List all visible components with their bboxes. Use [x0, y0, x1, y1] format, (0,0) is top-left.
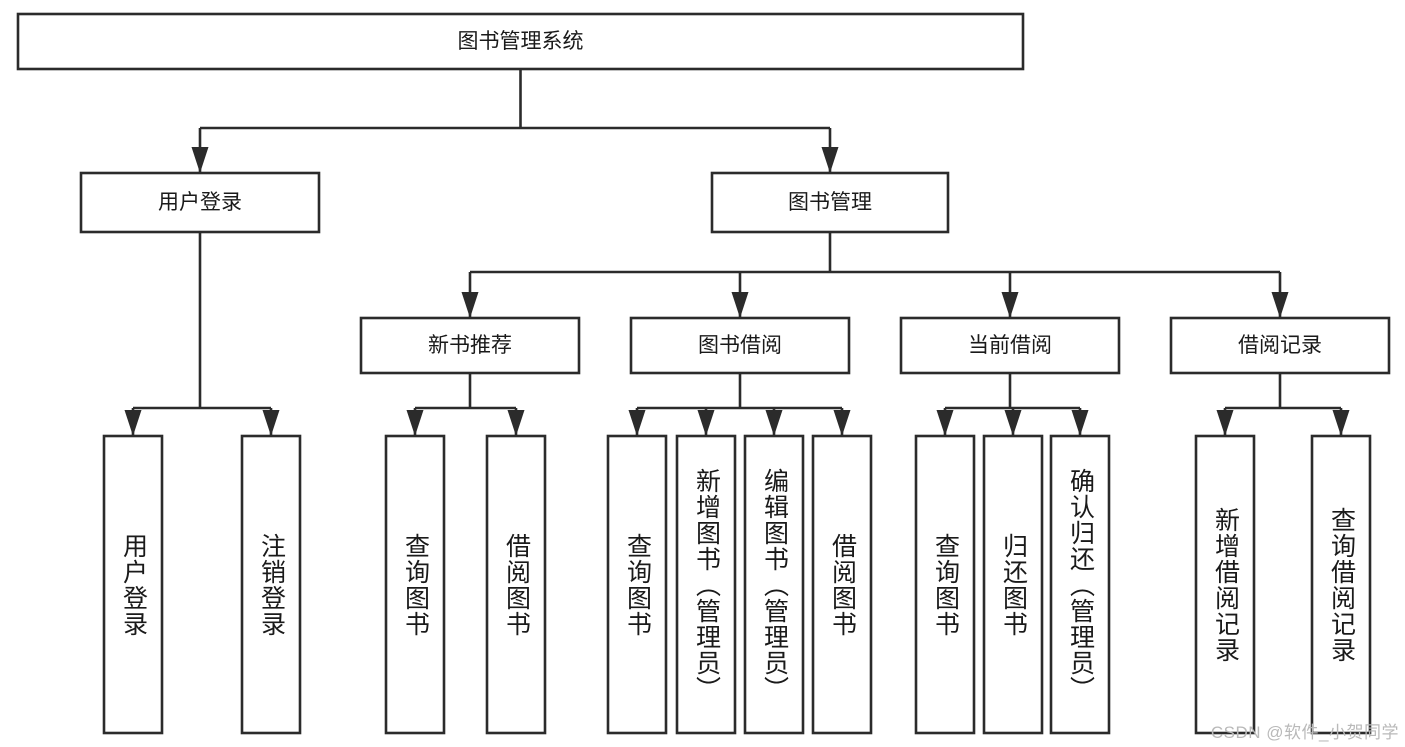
node-root[interactable]: 图书管理系统	[16, 12, 1025, 71]
node-leaf-borrow-book[interactable]	[811, 434, 873, 735]
arrow-head-icon-leaf-user-logout	[262, 410, 280, 436]
node-label-book-manage: 图书管理	[788, 191, 872, 214]
node-label-user-login: 用户登录	[158, 191, 242, 214]
node-leaf-add-book[interactable]	[675, 434, 737, 735]
arrow-head-icon-leaf-confirm-return	[1071, 410, 1089, 436]
node-leaf-query-book-rec[interactable]	[384, 434, 446, 735]
node-user-login[interactable]: 用户登录	[79, 171, 321, 234]
arrow-head-icon-leaf-user-login	[124, 410, 142, 436]
node-leaf-edit-book[interactable]	[743, 434, 805, 735]
node-box-book-manage[interactable]	[710, 171, 950, 234]
arrow-head-icon-leaf-borrow-book-rec	[507, 410, 525, 436]
node-box-leaf-query-book-borrow[interactable]	[606, 434, 668, 735]
node-box-book-borrow[interactable]	[629, 316, 851, 375]
node-box-leaf-add-book[interactable]	[675, 434, 737, 735]
connectors-layer	[124, 69, 1350, 436]
node-leaf-add-record[interactable]	[1194, 434, 1256, 735]
node-box-user-login[interactable]	[79, 171, 321, 234]
node-leaf-borrow-book-rec[interactable]	[485, 434, 547, 735]
node-box-leaf-query-book-rec[interactable]	[384, 434, 446, 735]
node-box-leaf-borrow-book-rec[interactable]	[485, 434, 547, 735]
node-box-leaf-user-logout[interactable]	[240, 434, 302, 735]
node-box-leaf-user-login[interactable]	[102, 434, 164, 735]
node-box-new-book-recommend[interactable]	[359, 316, 581, 375]
node-book-borrow[interactable]: 图书借阅	[629, 316, 851, 375]
arrow-head-icon-leaf-add-record	[1216, 410, 1234, 436]
node-leaf-query-book-cur[interactable]	[914, 434, 976, 735]
node-book-manage[interactable]: 图书管理	[710, 171, 950, 234]
node-leaf-query-book-borrow[interactable]	[606, 434, 668, 735]
arrow-head-icon-user-login	[191, 147, 209, 173]
node-label-new-book-recommend: 新书推荐	[428, 334, 512, 357]
arrow-head-icon-new-book-recommend	[461, 292, 479, 318]
node-box-borrow-record[interactable]	[1169, 316, 1391, 375]
node-leaf-user-login[interactable]	[102, 434, 164, 735]
arrow-head-icon-borrow-record	[1271, 292, 1289, 318]
arrow-head-icon-book-manage	[821, 147, 839, 173]
arrow-head-icon-current-borrow	[1001, 292, 1019, 318]
arrow-head-icon-leaf-query-book-cur	[936, 410, 954, 436]
node-label-current-borrow: 当前借阅	[968, 334, 1052, 357]
node-box-leaf-borrow-book[interactable]	[811, 434, 873, 735]
node-box-root[interactable]	[16, 12, 1025, 71]
node-leaf-query-record[interactable]	[1310, 434, 1372, 735]
arrow-head-icon-leaf-edit-book	[765, 410, 783, 436]
node-current-borrow[interactable]: 当前借阅	[899, 316, 1121, 375]
arrow-head-icon-leaf-borrow-book	[833, 410, 851, 436]
arrow-head-icon-leaf-return-book	[1004, 410, 1022, 436]
node-box-current-borrow[interactable]	[899, 316, 1121, 375]
arrow-head-icon-leaf-add-book	[697, 410, 715, 436]
node-box-leaf-query-record[interactable]	[1310, 434, 1372, 735]
node-box-leaf-add-record[interactable]	[1194, 434, 1256, 735]
arrow-head-icon-leaf-query-record	[1332, 410, 1350, 436]
node-box-leaf-confirm-return[interactable]	[1049, 434, 1111, 735]
arrow-head-icon-leaf-query-book-borrow	[628, 410, 646, 436]
node-label-borrow-record: 借阅记录	[1238, 334, 1322, 357]
node-box-leaf-return-book[interactable]	[982, 434, 1044, 735]
node-label-book-borrow: 图书借阅	[698, 334, 782, 357]
node-box-leaf-edit-book[interactable]	[743, 434, 805, 735]
arrow-head-icon-book-borrow	[731, 292, 749, 318]
node-leaf-confirm-return[interactable]	[1049, 434, 1111, 735]
node-label-root: 图书管理系统	[458, 30, 584, 53]
arrow-head-icon-leaf-query-book-rec	[406, 410, 424, 436]
node-leaf-return-book[interactable]	[982, 434, 1044, 735]
node-box-leaf-query-book-cur[interactable]	[914, 434, 976, 735]
node-leaf-user-logout[interactable]	[240, 434, 302, 735]
node-borrow-record[interactable]: 借阅记录	[1169, 316, 1391, 375]
watermark: CSDN @软件_小贺同学	[1210, 723, 1399, 742]
node-new-book-recommend[interactable]: 新书推荐	[359, 316, 581, 375]
